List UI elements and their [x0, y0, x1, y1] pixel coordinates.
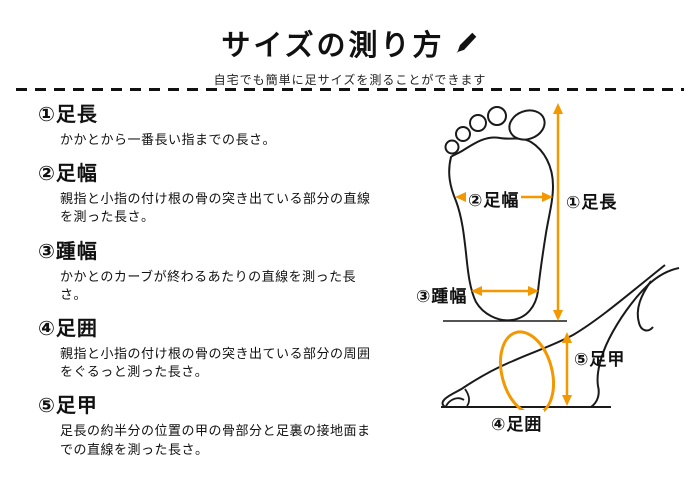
term-heading: ①足長 — [38, 104, 98, 126]
term-description: 親指と小指の付け根の骨の突き出ている部分の直線を測った長さ。 — [60, 191, 371, 225]
big-toe — [508, 109, 546, 141]
term-description: 足長の約半分の位置の甲の骨部分と足裏の接地面までの直線を測った長さ。 — [60, 423, 371, 457]
glossary-item: ①足長 かかとから一番長い指までの長さ。 — [38, 103, 418, 149]
side-foot-heel-outline — [590, 267, 680, 408]
foot-measurement-diagram — [441, 103, 680, 416]
label-foot-length: ①足長 — [566, 193, 618, 212]
glossary-item: ④足囲 親指と小指の付け根の骨の突き出ている部分の周囲をぐるっと測った長さ。 — [38, 317, 418, 381]
term-heading: ④足囲 — [38, 317, 98, 340]
small-toe-icon — [487, 106, 507, 126]
term-heading: ⑤足甲 — [38, 395, 98, 418]
glossary-item: ③踵幅 かかとのカーブが終わるあたりの直線を測った長さ。 — [38, 240, 418, 304]
foot-girth-ellipse — [499, 330, 555, 416]
page-title: サイズの測り方 — [221, 30, 445, 62]
dashed-divider — [16, 88, 684, 91]
foot-length-arrow — [553, 103, 563, 321]
instep-height-arrow — [562, 332, 572, 406]
small-toe-icon — [469, 114, 487, 132]
term-description: かかとのカーブが終わるあたりの直線を測った長さ。 — [60, 268, 357, 302]
small-toe-icon — [455, 126, 471, 142]
toe-bump-line — [445, 397, 465, 407]
heel-width-arrow — [471, 286, 539, 296]
glossary-item: ②足幅 親指と小指の付け根の骨の突き出ている部分の直線を測った長さ。 — [38, 162, 418, 226]
label-instep-height: ⑤足甲 — [574, 350, 626, 369]
term-heading: ②足幅 — [38, 163, 98, 186]
header: サイズの測り方 自宅でも簡単に足サイズを測ることができます — [0, 22, 700, 88]
glossary-item: ⑤足甲 足長の約半分の位置の甲の骨部分と足裏の接地面までの直線を測った長さ。 — [38, 394, 418, 458]
term-description: かかとから一番長い指までの長さ。 — [60, 132, 277, 147]
big-toe-crease-line — [464, 388, 470, 407]
measurement-glossary: ①足長 かかとから一番長い指までの長さ。 ②足幅 親指と小指の付け根の骨の突き出… — [38, 103, 418, 472]
side-foot-top-outline — [441, 264, 666, 408]
term-heading: ③踵幅 — [38, 240, 98, 263]
term-description: 親指と小指の付け根の骨の突き出ている部分の周囲をぐるっと測った長さ。 — [60, 345, 371, 380]
ankle-crease-line — [636, 280, 654, 332]
sole-outline — [448, 136, 555, 322]
label-foot-width: ②足幅 — [466, 186, 522, 211]
label-foot-girth: ④足囲 — [489, 410, 545, 435]
pencil-icon — [456, 32, 476, 53]
label-heel-width: ③踵幅 — [416, 287, 468, 306]
small-toe-icon — [444, 139, 460, 155]
page-subtitle: 自宅でも簡単に足サイズを測ることができます — [213, 73, 487, 87]
